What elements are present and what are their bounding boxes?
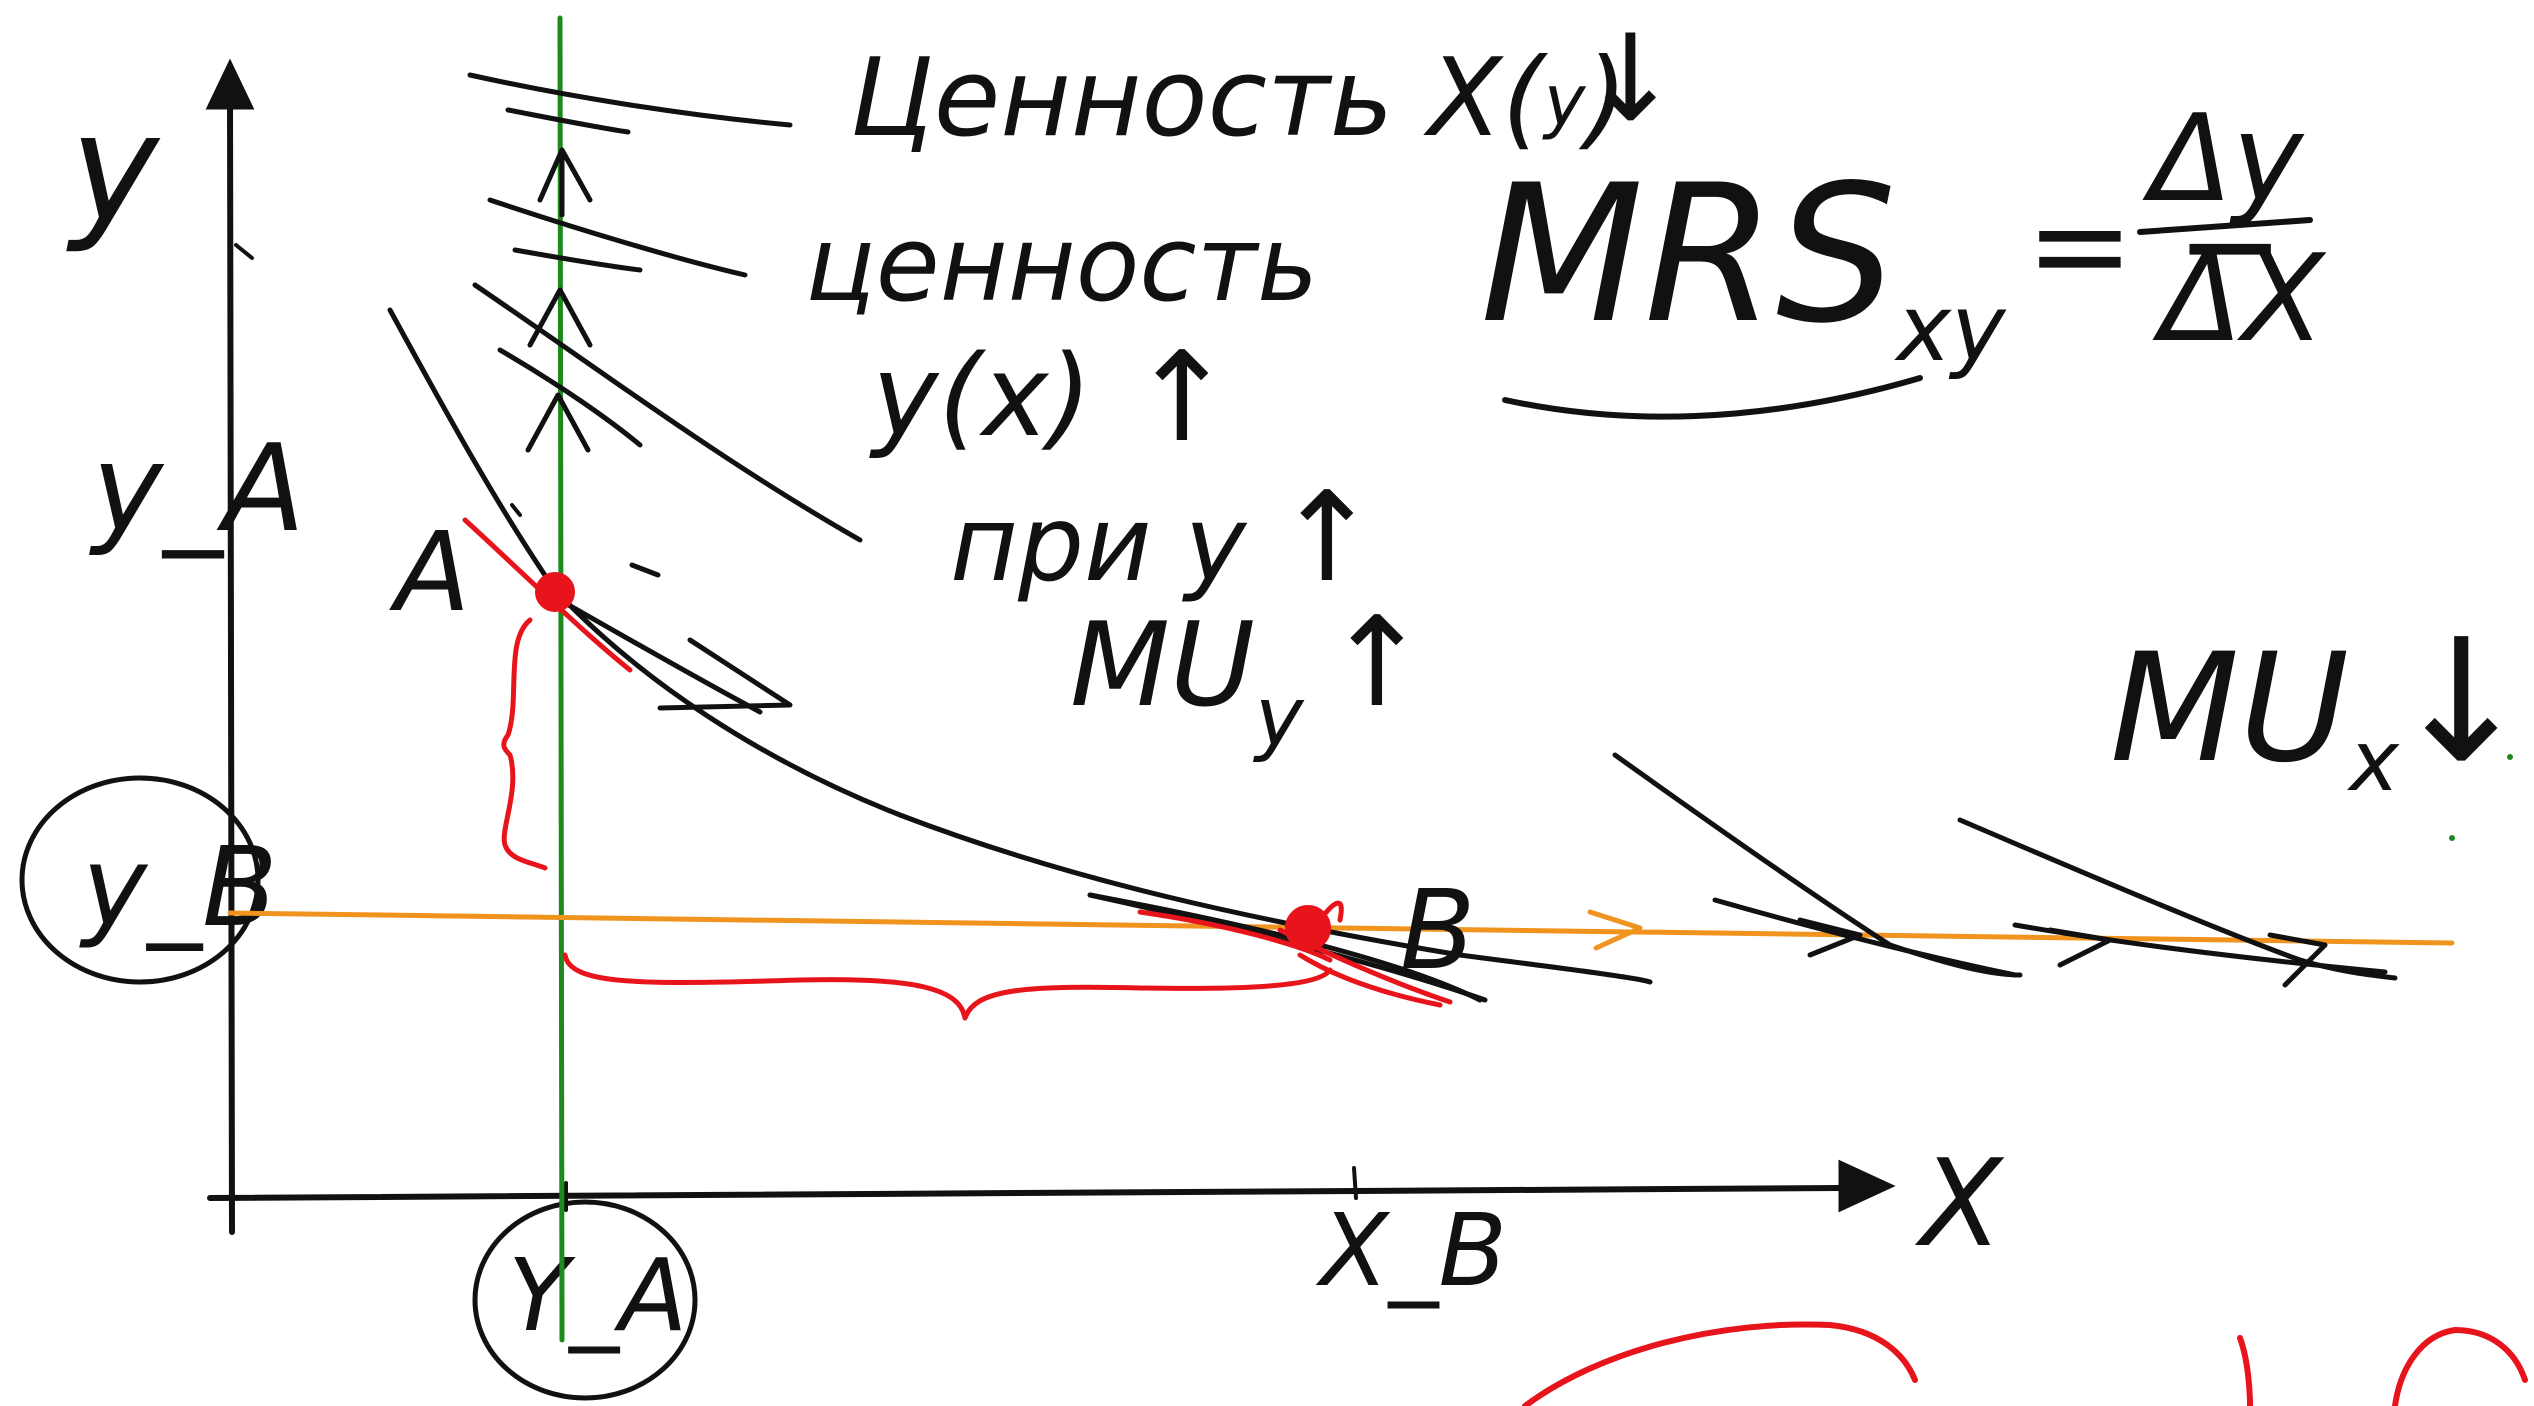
mu-x-note: MUx [2110,622,2400,810]
tangent-arrow-up-3 [525,392,591,453]
value-y-word: ценность [805,203,1318,325]
x-b-tick [1352,1166,1358,1200]
value-x-note: Ценность X(y) [850,36,1628,161]
x-a-label: Y_A [508,1237,688,1354]
tangent-line-1 [467,72,793,128]
green-speck-1 [2507,754,2513,760]
value-y-up-arrow: ↑ [1130,326,1234,470]
tangent-right-1 [1612,752,2023,978]
y-a-label: y_A [89,420,305,559]
tangent-arrow-up-1 [537,147,593,218]
mu-y-base: MU [1070,598,1255,733]
green-speck-2 [2449,835,2455,841]
red-bottom-stroke-2 [2237,1335,2253,1406]
point-b-label: B [1400,866,1475,994]
mu-y-sub: y [1252,670,1305,765]
mrs-fraction-bar [2137,217,2313,235]
red-horizontal-brace [562,952,1333,1021]
orange-arrowhead [1587,909,1643,951]
value-x-down-arrow: ↓ [1580,10,1681,149]
tangent-line-2 [505,107,631,135]
mrs-formula: MRSxy= − [1480,144,2285,382]
mu-y-note: MUy [1070,598,1305,765]
mu-x-sub: x [2346,712,2400,810]
tangent-right-1-arrow [1797,917,1863,958]
mu-x-base: MU [2110,622,2349,796]
red-annotations [462,517,2528,1406]
tangent-line-4 [512,247,643,273]
green-vertical-line [557,15,565,1343]
tangent-right-2-arrow [2047,927,2328,988]
point-b-marker [1285,905,1331,951]
tangent-at-a-arrowhead [657,637,793,711]
value-y-expr: y(x) [869,332,1092,462]
indifference-curve [387,307,1653,985]
y-axis-small-tick [234,243,254,260]
value-x-prefix: Ценность X( [850,36,1549,161]
red-bottom-stroke-1 [1522,1321,1918,1406]
mrs-underline [1502,375,1923,420]
x-a-label-circle [472,1199,698,1401]
mrs-equals-minus: = − [2025,169,2284,321]
y-axis-line [227,92,235,1235]
tangent-at-a [557,597,763,715]
mu-y-up-arrow: ↑ [1325,591,1429,735]
point-a-label: A [389,508,470,636]
axes: y X y_A y_B Y_A X_B [19,58,2005,1401]
value-x-suffix: ) [1578,36,1627,161]
mrs-delta-x: ΔX [2152,230,2327,369]
tangent-line-6 [497,347,643,448]
mrs-delta-y: Δy [2142,90,2305,229]
red-bottom-stroke-3 [2392,1327,2528,1406]
x-axis-line [207,1185,1843,1201]
y-axis-label: y [66,82,161,256]
tangent-arrow-up-2 [527,287,593,348]
tick-near-a [510,503,522,517]
mrs-sub: xy [1894,275,2007,382]
y-b-label: y_B [79,823,278,951]
x-axis-arrowhead [1838,1159,1896,1213]
tangent-lines-upper [467,72,863,715]
handwritten-notes: Ценность X(y) ↓ ценность y(x) ↑ при y ↑ … [805,10,2532,841]
red-vertical-brace [501,617,548,871]
tangent-line-5 [472,282,863,543]
tangent-right-1b [1712,897,2018,978]
dash-near-a [629,562,661,578]
when-y-up-arrow: ↑ [1275,466,1379,610]
x-b-label: X_B [1315,1192,1507,1309]
y-axis-arrowhead [205,58,255,110]
y-b-label-circle [19,775,261,985]
tangent-line-3 [487,197,748,278]
mu-x-down-arrow: ↓ [2390,603,2532,801]
point-a-marker [535,572,575,612]
when-y-note: при y [950,483,1248,605]
x-axis-label: X [1914,1135,2005,1274]
value-x-sub: y [1542,60,1587,142]
mrs-base: MRS [1480,144,1897,365]
tangent-right-2 [1957,817,2398,981]
